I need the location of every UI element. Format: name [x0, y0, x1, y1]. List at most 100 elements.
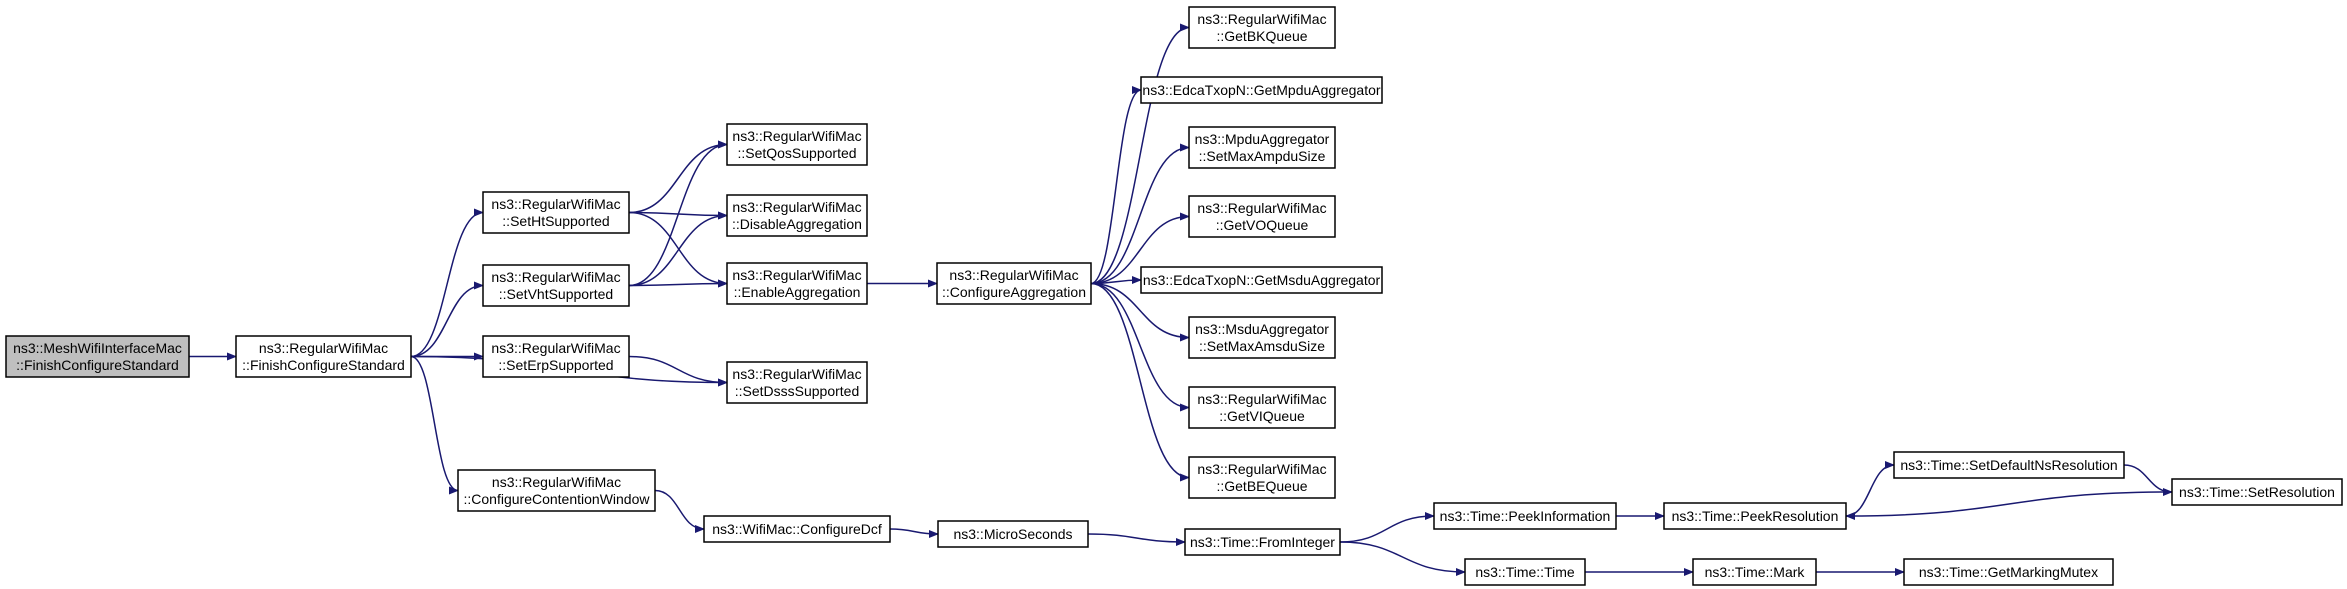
node-label: ::SetMaxAmsduSize — [1199, 338, 1325, 354]
node-label: ::SetErpSupported — [498, 357, 613, 373]
node-rw_disagg[interactable]: ns3::RegularWifiMac::DisableAggregation — [726, 194, 868, 237]
node-label: ns3::RegularWifiMac — [1197, 391, 1326, 407]
node-box — [482, 335, 630, 378]
node-box — [2171, 478, 2343, 506]
node-label: ns3::EdcaTxopN::GetMsduAggregator — [1143, 272, 1381, 288]
node-t_setres[interactable]: ns3::Time::SetResolution — [2171, 478, 2343, 506]
node-rw_vo[interactable]: ns3::RegularWifiMac::GetVOQueue — [1188, 195, 1336, 238]
edge-rw_seterp-to-rw_setdsss — [628, 355, 728, 387]
node-mpdu_setmax[interactable]: ns3::MpduAggregator::SetMaxAmpduSize — [1188, 126, 1336, 169]
node-msdu_setmax[interactable]: ns3::MsduAggregator::SetMaxAmsduSize — [1188, 316, 1336, 359]
edge-t_fromint-to-t_peekinfo — [1339, 512, 1435, 543]
edge-rw_setvht-to-rw_enagg — [628, 279, 728, 288]
node-label: ns3::Time::Time — [1475, 564, 1575, 580]
edge-rw_fcs-to-rw_ccw — [410, 355, 459, 495]
node-rw_setqos[interactable]: ns3::RegularWifiMac::SetQosSupported — [726, 123, 868, 166]
node-t_peekres[interactable]: ns3::Time::PeekResolution — [1663, 502, 1847, 530]
node-label: ns3::WifiMac::ConfigureDcf — [712, 521, 882, 537]
node-rw_be[interactable]: ns3::RegularWifiMac::GetBEQueue — [1188, 456, 1336, 499]
node-label: ::ConfigureContentionWindow — [464, 491, 651, 507]
node-label: ns3::Time::PeekResolution — [1672, 508, 1839, 524]
node-label: ::SetMaxAmpduSize — [1199, 148, 1326, 164]
node-box — [726, 123, 868, 166]
node-label: ::GetBKQueue — [1216, 28, 1307, 44]
node-rw_setht[interactable]: ns3::RegularWifiMac::SetHtSupported — [482, 191, 630, 234]
node-box — [1140, 76, 1383, 104]
edge-rw_fcs-to-rw_setvht — [410, 281, 484, 358]
edge-rw_cagg-to-rw_bk — [1090, 23, 1190, 285]
node-t_getmutex[interactable]: ns3::Time::GetMarkingMutex — [1903, 558, 2114, 586]
node-t_setdef[interactable]: ns3::Time::SetDefaultNsResolution — [1893, 451, 2125, 479]
node-edca_msdu[interactable]: ns3::EdcaTxopN::GetMsduAggregator — [1140, 266, 1383, 294]
node-edca_mpdu[interactable]: ns3::EdcaTxopN::GetMpduAggregator — [1140, 76, 1383, 104]
node-label: ns3::RegularWifiMac — [259, 340, 388, 356]
node-rw_bk[interactable]: ns3::RegularWifiMac::GetBKQueue — [1188, 6, 1336, 49]
nodes: ns3::MeshWifiInterfaceMac::FinishConfigu… — [5, 6, 2343, 586]
node-label: ::SetVhtSupported — [499, 286, 613, 302]
node-box — [1692, 558, 1817, 586]
node-label: ns3::Time::GetMarkingMutex — [1919, 564, 2098, 580]
node-box — [937, 520, 1089, 548]
node-rw_seterp[interactable]: ns3::RegularWifiMac::SetErpSupported — [482, 335, 630, 378]
node-label: ns3::RegularWifiMac — [732, 267, 861, 283]
edge-rw_cagg-to-msdu_setmax — [1090, 282, 1190, 342]
node-rw_setvht[interactable]: ns3::RegularWifiMac::SetVhtSupported — [482, 264, 630, 307]
edge-t_setres-to-t_peekres — [1845, 491, 2173, 520]
node-t_time[interactable]: ns3::Time::Time — [1464, 558, 1586, 586]
edge-wm_cdcf-to-microsec — [889, 528, 939, 538]
node-box — [1140, 266, 1383, 294]
node-box — [1903, 558, 2114, 586]
node-rw_fcs[interactable]: ns3::RegularWifiMac::FinishConfigureStan… — [235, 335, 412, 378]
node-label: ::FinishConfigureStandard — [242, 357, 405, 373]
node-box — [1433, 502, 1617, 530]
edge-rw_cagg-to-rw_be — [1090, 282, 1190, 482]
edge-microsec-to-t_fromint — [1087, 533, 1186, 546]
node-label: ::GetBEQueue — [1216, 478, 1307, 494]
edge-rw_cagg-to-mpdu_setmax — [1090, 143, 1190, 285]
node-microsec[interactable]: ns3::MicroSeconds — [937, 520, 1089, 548]
node-box — [1188, 386, 1336, 429]
node-label: ns3::RegularWifiMac — [732, 366, 861, 382]
node-rw_setdsss[interactable]: ns3::RegularWifiMac::SetDsssSupported — [726, 361, 868, 404]
node-rw_enagg[interactable]: ns3::RegularWifiMac::EnableAggregation — [726, 262, 868, 305]
edge-rw_ccw-to-wm_cdcf — [654, 489, 705, 533]
node-box — [703, 515, 891, 543]
node-t_fromint[interactable]: ns3::Time::FromInteger — [1184, 528, 1341, 556]
edge-rw_fcs-to-rw_setht — [410, 208, 484, 358]
node-label: ::SetQosSupported — [737, 145, 856, 161]
node-label: ns3::MicroSeconds — [953, 526, 1072, 542]
node-box — [1663, 502, 1847, 530]
node-wm_cdcf[interactable]: ns3::WifiMac::ConfigureDcf — [703, 515, 891, 543]
node-box — [1184, 528, 1341, 556]
node-t_mark[interactable]: ns3::Time::Mark — [1692, 558, 1817, 586]
node-box — [235, 335, 412, 378]
node-rw_ccw[interactable]: ns3::RegularWifiMac::ConfigureContention… — [457, 469, 656, 512]
node-box — [726, 194, 868, 237]
edge-rw_setvht-to-rw_disagg — [628, 211, 728, 287]
node-label: ns3::RegularWifiMac — [491, 196, 620, 212]
node-label: ns3::Time::SetResolution — [2179, 484, 2335, 500]
node-label: ns3::RegularWifiMac — [732, 128, 861, 144]
node-label: ns3::RegularWifiMac — [1197, 461, 1326, 477]
node-label: ns3::Time::Mark — [1705, 564, 1806, 580]
edge-rw_cagg-to-rw_vi — [1090, 282, 1190, 412]
node-label: ns3::MsduAggregator — [1195, 321, 1329, 337]
node-label: ns3::RegularWifiMac — [491, 269, 620, 285]
node-label: ns3::MpduAggregator — [1195, 131, 1330, 147]
node-root[interactable]: ns3::MeshWifiInterfaceMac::FinishConfigu… — [5, 335, 190, 378]
edge-rw_setvht-to-rw_setqos — [628, 140, 728, 287]
node-box — [457, 469, 656, 512]
node-rw_vi[interactable]: ns3::RegularWifiMac::GetVIQueue — [1188, 386, 1336, 429]
node-box — [1188, 6, 1336, 49]
node-t_peekinfo[interactable]: ns3::Time::PeekInformation — [1433, 502, 1617, 530]
node-label: ns3::RegularWifiMac — [491, 340, 620, 356]
edge-rw_setht-to-rw_setqos — [628, 140, 728, 214]
node-rw_cagg[interactable]: ns3::RegularWifiMac::ConfigureAggregatio… — [936, 262, 1092, 305]
node-box — [482, 191, 630, 234]
node-box — [1188, 316, 1336, 359]
node-box — [1188, 126, 1336, 169]
node-label: ::EnableAggregation — [734, 284, 861, 300]
node-label: ::GetVIQueue — [1219, 408, 1305, 424]
node-label: ns3::Time::SetDefaultNsResolution — [1900, 457, 2117, 473]
